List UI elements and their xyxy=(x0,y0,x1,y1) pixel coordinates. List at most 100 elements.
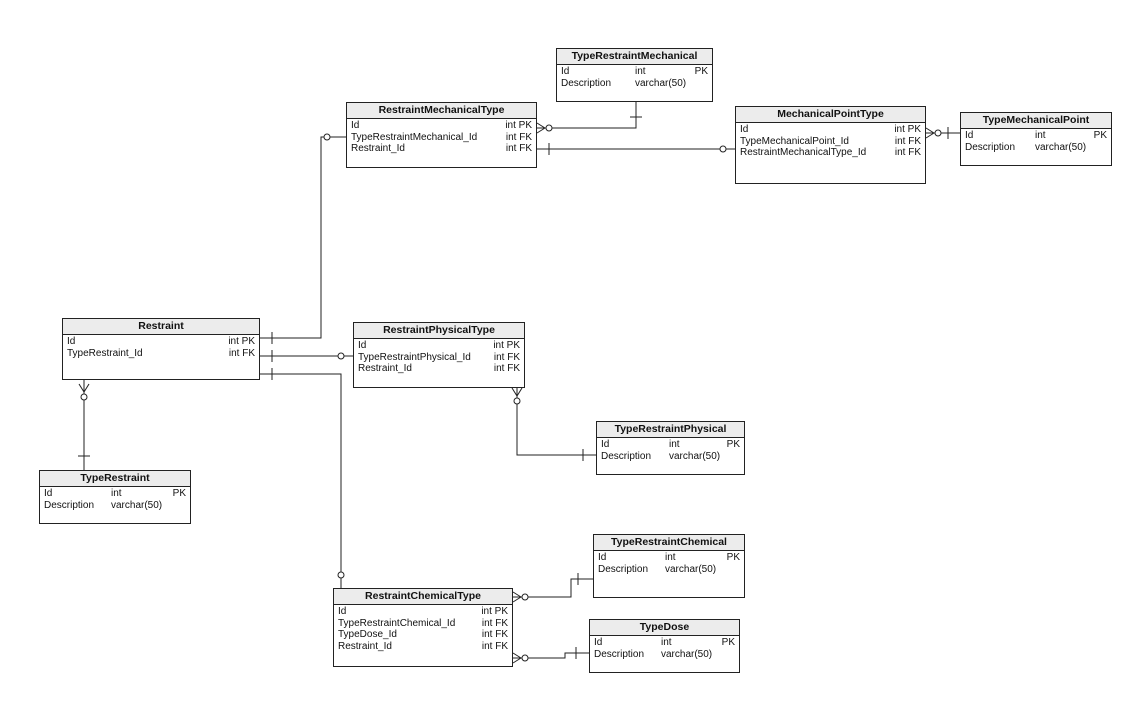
entity-title: Restraint xyxy=(63,319,259,335)
crow-foot-mark xyxy=(536,127,546,134)
zero-circle-mark xyxy=(521,654,529,662)
column-type: int FK xyxy=(894,135,921,147)
zero-circle-mark xyxy=(521,593,529,601)
entity-title: TypeRestraintMechanical xyxy=(557,49,712,65)
column-type: int xyxy=(111,488,122,499)
column-type: int FK xyxy=(894,147,921,158)
column-row: TypeMechanicalPoint_Id int FK xyxy=(736,136,925,148)
zero-circle-mark xyxy=(323,133,331,141)
column-name: Id xyxy=(740,124,749,135)
column-row: Description varchar(50) xyxy=(594,564,744,576)
entity-title: TypeRestraintPhysical xyxy=(597,422,744,438)
column-name: TypeMechanicalPoint_Id xyxy=(740,135,849,147)
entity-title: MechanicalPointType xyxy=(736,107,925,123)
column-name: Description xyxy=(598,563,649,575)
column-type: int FK xyxy=(505,131,532,143)
column-name: Description xyxy=(965,141,1016,153)
crow-foot-mark xyxy=(925,132,935,139)
crow-foot-mark xyxy=(536,122,546,129)
column-name: Id xyxy=(358,340,367,351)
crow-foot-mark xyxy=(78,383,85,393)
entity-title: TypeMechanicalPoint xyxy=(961,113,1111,129)
column-type: int xyxy=(665,552,676,563)
zero-circle-mark xyxy=(545,124,553,132)
entity-title: TypeRestraintChemical xyxy=(594,535,744,551)
relationship-line xyxy=(513,578,593,598)
zero-circle-mark xyxy=(337,571,345,579)
column-row: Id int PK xyxy=(590,637,739,649)
column-name: Id xyxy=(351,120,360,131)
column-name: Restraint_Id xyxy=(358,363,412,374)
column-type: int FK xyxy=(493,351,520,363)
column-name: TypeRestraintPhysical_Id xyxy=(358,351,471,363)
zero-circle-mark xyxy=(80,393,88,401)
column-type: int FK xyxy=(228,347,255,359)
column-type: int FK xyxy=(481,640,508,652)
relationship-line xyxy=(513,652,589,659)
column-type: int xyxy=(635,66,646,77)
column-name: Id xyxy=(594,637,603,648)
relationship-line xyxy=(260,136,346,339)
column-name: Id xyxy=(598,552,607,563)
column-type: varchar(50) xyxy=(665,563,717,575)
entity-title: TypeRestraint xyxy=(40,471,190,487)
column-row: TypeRestraintMechanical_Id int FK xyxy=(347,132,536,144)
column-type: int PK xyxy=(228,336,255,347)
column-name: TypeDose_Id xyxy=(338,629,397,640)
column-key: PK xyxy=(694,66,708,77)
column-type: int FK xyxy=(481,617,508,629)
column-type: int FK xyxy=(493,363,520,374)
entity-title: TypeDose xyxy=(590,620,739,636)
column-key: PK xyxy=(721,637,735,648)
column-type: int PK xyxy=(894,124,921,135)
column-name: Description xyxy=(601,450,652,462)
column-row: Restraint_Id int FK xyxy=(334,641,512,653)
crow-foot-mark xyxy=(512,591,522,598)
column-name: TypeRestraintMechanical_Id xyxy=(351,131,478,143)
column-name: Id xyxy=(338,606,347,617)
zero-circle-mark xyxy=(934,129,942,137)
crow-foot-mark xyxy=(83,383,90,393)
column-name: Restraint_Id xyxy=(338,640,392,652)
column-name: Description xyxy=(594,648,645,660)
column-type: varchar(50) xyxy=(635,77,687,89)
zero-circle-mark xyxy=(719,145,727,153)
relationship-line xyxy=(537,102,637,129)
crow-foot-mark xyxy=(512,652,522,659)
column-row: TypeRestraintPhysical_Id int FK xyxy=(354,352,524,364)
column-type: int xyxy=(661,637,672,648)
crow-foot-mark xyxy=(925,127,935,134)
column-type: int xyxy=(1035,130,1046,141)
